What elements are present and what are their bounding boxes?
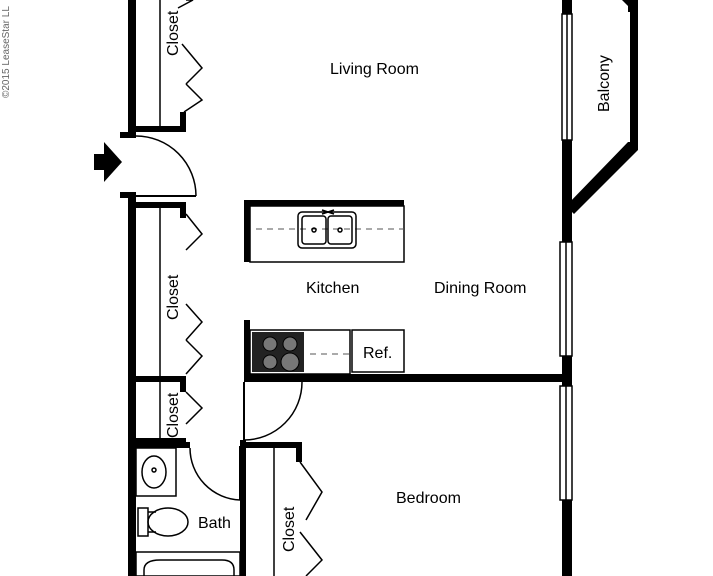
walls — [120, 0, 638, 576]
kitchen-counter-top — [249, 205, 405, 263]
kitchen-label: Kitchen — [306, 280, 359, 297]
closet-top-label: Closet — [165, 10, 182, 56]
toilet-icon — [137, 507, 189, 537]
balcony-label: Balcony — [596, 55, 613, 112]
living-room-label: Living Room — [330, 61, 419, 78]
closet-bedroom-label: Closet — [281, 506, 298, 552]
copyright-text: ©2015 LeaseStar LL — [1, 6, 12, 98]
sink-icon — [297, 209, 357, 249]
windows — [559, 13, 573, 501]
dining-room-label: Dining Room — [434, 280, 526, 297]
refrigerator: Ref. — [351, 329, 405, 373]
refrigerator-label: Ref. — [363, 345, 392, 362]
kitchen-counter-bottom — [249, 329, 351, 375]
entry-arrow-icon — [94, 142, 122, 182]
bathroom-sink-icon — [135, 447, 177, 497]
closet-small-label: Closet — [165, 392, 182, 438]
bathtub-icon — [135, 551, 241, 576]
interior-doors — [189, 381, 303, 501]
room-labels: Living Room Balcony Kitchen Dining Room … — [165, 10, 613, 552]
closet-doors — [159, 0, 324, 576]
entry-door — [135, 135, 197, 197]
bedroom-label: Bedroom — [396, 490, 461, 507]
closet-hall-label: Closet — [165, 274, 182, 320]
stove-icon — [252, 332, 304, 372]
bath-label: Bath — [198, 515, 231, 532]
